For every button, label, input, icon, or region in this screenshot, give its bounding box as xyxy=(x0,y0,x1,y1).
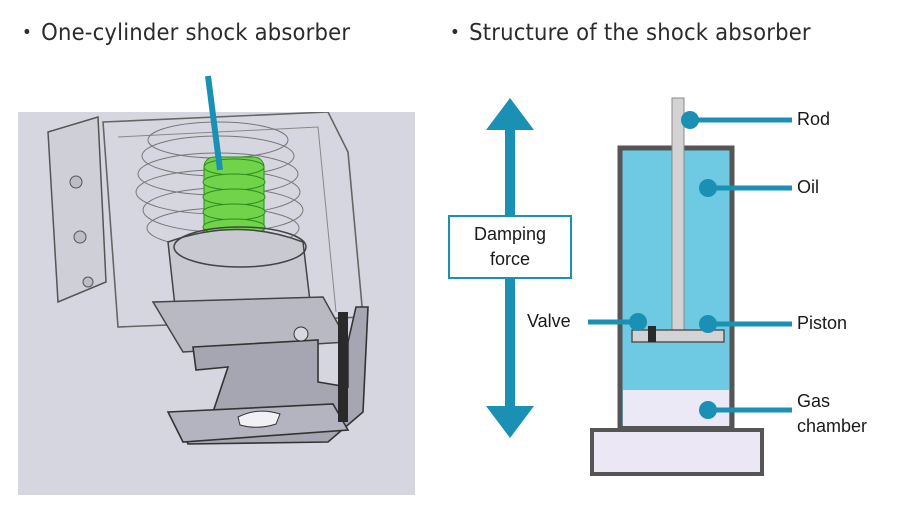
bracket-slot xyxy=(237,410,281,428)
valve xyxy=(648,326,656,342)
label-gas: Gas xyxy=(797,391,831,411)
bullet-icon: • xyxy=(22,22,32,43)
callout-dots xyxy=(629,111,717,419)
piston-rod xyxy=(671,97,685,331)
label-chamber: chamber xyxy=(797,416,868,436)
mounting-plate xyxy=(47,116,107,304)
heading-left-text: One-cylinder shock absorber xyxy=(41,20,351,46)
label-valve: Valve xyxy=(527,311,571,331)
cylinder-base xyxy=(590,428,764,476)
label-piston: Piston xyxy=(797,313,848,333)
heading-one-cylinder: • One-cylinder shock absorber xyxy=(22,20,350,46)
pivot-pin xyxy=(293,326,309,342)
screw-hole xyxy=(73,230,87,244)
damping-force-line2: force xyxy=(489,249,531,269)
heading-right-text: Structure of the shock absorber xyxy=(469,20,811,46)
housing-frame xyxy=(102,112,364,328)
screw-hole xyxy=(69,175,83,189)
housing-inner xyxy=(117,126,337,313)
damping-force-box: Damping force xyxy=(448,215,572,279)
pointer-line xyxy=(205,75,223,171)
bullet-icon: • xyxy=(450,22,460,43)
screw-hole xyxy=(82,276,94,288)
label-rod: Rod xyxy=(797,109,831,129)
heading-structure: • Structure of the shock absorber xyxy=(450,20,811,46)
cylinder-rim xyxy=(173,226,307,268)
callout-lines xyxy=(588,117,792,413)
bracket-edge xyxy=(338,312,348,422)
hinge-drawing xyxy=(47,112,369,445)
shock-absorber-illustration xyxy=(18,112,415,495)
label-oil: Oil xyxy=(797,177,819,197)
damping-force-line1: Damping xyxy=(473,224,547,244)
